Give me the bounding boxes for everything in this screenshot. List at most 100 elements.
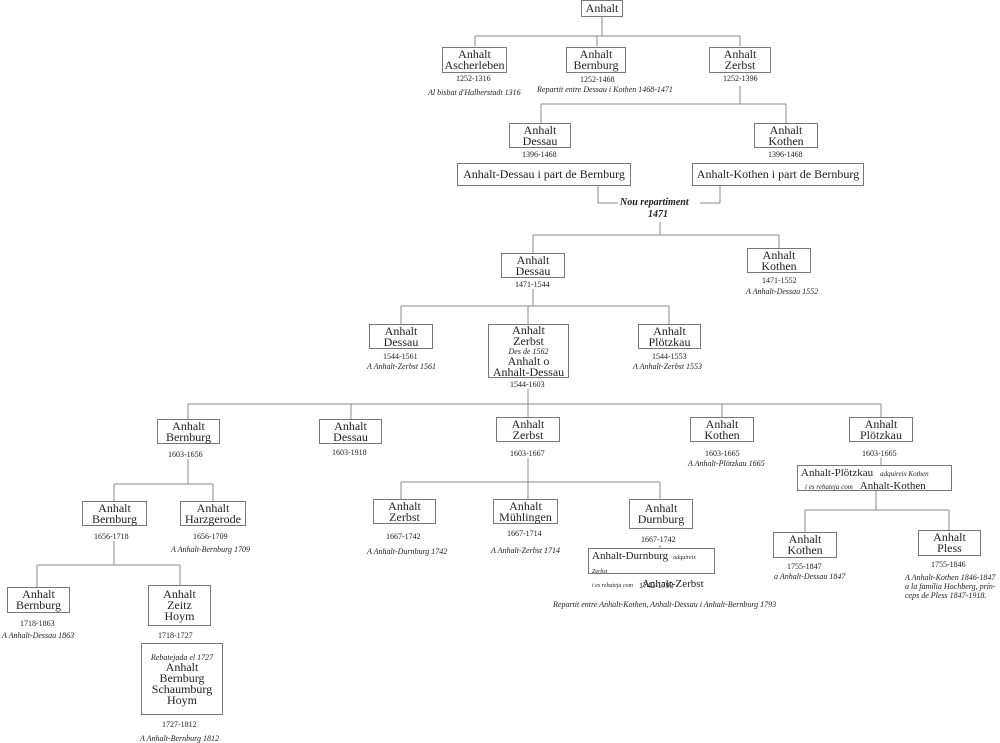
- node-label: Zerbst: [513, 333, 544, 348]
- node-label: Dessau: [383, 334, 419, 349]
- node-anhalt-kothen-1471: Anhalt Kothen: [747, 248, 811, 273]
- fate-note: A Anhalt-Dessau 1552: [746, 287, 819, 296]
- node-label: Dessau: [515, 263, 551, 278]
- node-label: Anhalt: [388, 498, 421, 513]
- node-label: Anhalt: [723, 47, 757, 61]
- node-label: Bernburg: [159, 670, 205, 685]
- fate-note: a la família Hochberg, prín-: [905, 582, 996, 591]
- node-label: Anhalt: [172, 418, 205, 433]
- node-note: Rebatejada el 1727: [150, 652, 214, 662]
- node-label: Anhalt: [788, 532, 822, 546]
- fate-note: Repartit entre Dessau i Kothen 1468-1471: [537, 85, 673, 94]
- node-label: Bernburg: [165, 429, 212, 444]
- dates-label: 1727-1812: [162, 720, 197, 729]
- node-label: Hoym: [167, 692, 197, 707]
- node-anhalt-kothen-1603: Anhalt Kothen: [690, 417, 754, 442]
- dates-label: 1667-1742: [386, 532, 421, 541]
- node-anhalt-muhlingen: Anhalt Mühlingen: [493, 499, 558, 524]
- node-label: Anhalt-Dessau i part de Bernburg: [463, 167, 625, 181]
- fate-note: A Anhalt-Bernburg 1812: [140, 734, 219, 743]
- node-label: Anhalt: [933, 530, 966, 544]
- fate-note: a Anhalt-Dessau 1847: [774, 572, 846, 581]
- node-label: Zeitz: [167, 598, 192, 612]
- dates-label: 1755-1846: [931, 560, 966, 569]
- fate-note: Repartit entre Anhalt-Kothen, Anhalt-Des…: [553, 600, 777, 609]
- node-label: Anhalt: [458, 47, 491, 61]
- node-label: Schaumburg: [151, 681, 213, 696]
- node-label: Anhalt: [705, 416, 739, 431]
- dates-label: 1718-1727: [158, 631, 193, 640]
- fate-note: Al bisbat d'Halberstadt 1316: [428, 88, 521, 97]
- node-label: Anhalt-Plötzkau: [801, 467, 874, 479]
- node-anhalt-plotzkau-1544: Anhalt Plötzkau: [638, 324, 701, 349]
- node-label: Anhalt: [644, 501, 678, 515]
- node-anhalt-dessau-1544: Anhalt Dessau: [369, 324, 433, 349]
- dates-label: 1603-1665: [862, 449, 897, 458]
- node-label: Anhalt-Kothen: [859, 480, 926, 492]
- dates-label: 1667-1742: [641, 535, 676, 544]
- node-label: Anhalt: [334, 418, 367, 433]
- node-label: Anhalt o: [507, 353, 550, 368]
- dates-label: 1544-1603: [510, 380, 545, 389]
- node-anhalt-kothen: Anhalt Kothen: [754, 123, 818, 148]
- node-note: i es rebateja com: [592, 583, 633, 589]
- dates-label: 1252-1468: [580, 75, 615, 84]
- node-anhalt-bernburg-schaumburg-hoym: Rebatejada el 1727 Anhalt Bernburg Schau…: [141, 643, 223, 715]
- node-combined-dessau: Anhalt-Dessau i part de Bernburg: [457, 163, 631, 186]
- dates-label: 1471-1552: [762, 276, 797, 285]
- node-anhalt-plotzkau-1603: Anhalt Plötzkau: [849, 417, 913, 442]
- fate-note: A Anhalt-Plötzkau 1665: [688, 459, 765, 468]
- dates-label: 1656-1718: [94, 532, 129, 541]
- node-anhalt-kothen-1755: Anhalt Kothen: [773, 532, 837, 558]
- node-label: Kothen: [704, 427, 740, 442]
- node-label: Anhalt-Dessau: [492, 364, 565, 379]
- node-label: Anhalt-Durnburg: [592, 550, 669, 562]
- node-label: Anhalt: [769, 122, 803, 137]
- node-label: Plötzkau: [648, 334, 691, 349]
- node-anhalt-zeitz-hoym: Anhalt Zeitz Hoym: [148, 585, 211, 626]
- node-label: Anhalt: [579, 47, 613, 61]
- node-anhalt-bernburg-1603: Anhalt Bernburg: [157, 419, 220, 444]
- fate-note: A Anhalt-Zerbst 1714: [491, 546, 561, 555]
- node-label: Anhalt: [509, 498, 542, 513]
- node-label: Anhalt: [516, 252, 550, 267]
- dates-label: 1755-1847: [787, 562, 822, 571]
- node-anhalt-ascherleben: Anhalt Ascherleben: [442, 47, 507, 73]
- dates-label: 1544-1553: [652, 352, 687, 361]
- node-anhalt-dessau: Anhalt Dessau: [509, 123, 571, 148]
- node-label: Kothen: [768, 133, 804, 148]
- node-label: Anhalt: [653, 323, 686, 338]
- node-label: Anhalt: [98, 500, 131, 515]
- node-label: Bernburg: [15, 598, 62, 612]
- fate-note: A Anhalt-Dessau 1863: [2, 631, 75, 640]
- node-label: Anhalt: [196, 500, 230, 515]
- node-anhalt-harzgerode: Anhalt Harzgerode: [180, 501, 246, 526]
- dates-label: 1471-1544: [515, 280, 550, 289]
- node-anhalt-bernburg-1718: Anhalt Bernburg: [7, 587, 70, 613]
- dates-label: 1718-1863: [20, 619, 55, 628]
- node-anhalt-bernburg: Anhalt Bernburg: [566, 47, 626, 73]
- node-label: Durnburg: [637, 512, 685, 526]
- node-label: Dessau: [333, 429, 368, 444]
- node-label: Anhalt-Zerbst: [641, 578, 704, 590]
- node-label: Kothen: [761, 258, 797, 273]
- node-label: Anhalt: [163, 587, 196, 601]
- fate-note: A Anhalt-Kothen 1846-1847: [905, 573, 996, 582]
- node-note: adquireix Zerbst: [592, 555, 696, 575]
- node-label: Dessau: [522, 133, 558, 148]
- node-label: Plötzkau: [860, 427, 902, 442]
- node-label: Ascherleben: [444, 58, 505, 72]
- node-label: Anhalt: [384, 323, 418, 338]
- dates-label: 1667-1714: [507, 529, 542, 538]
- repartition-year: 1471: [648, 209, 668, 220]
- node-anhalt-zerbst-1544: Anhalt Zerbst Des de 1562 Anhalt o Anhal…: [488, 324, 569, 378]
- fate-note: A Anhalt-Bernburg 1709: [171, 545, 250, 554]
- dates-label: 1396-1468: [522, 150, 557, 159]
- node-label: Bernburg: [91, 511, 138, 526]
- node-label: Anhalt: [22, 587, 55, 601]
- dates-label: 1252-1316: [456, 74, 491, 83]
- node-combined-kothen: Anhalt-Kothen i part de Bernburg: [692, 163, 864, 186]
- node-label: Hoym: [164, 609, 195, 623]
